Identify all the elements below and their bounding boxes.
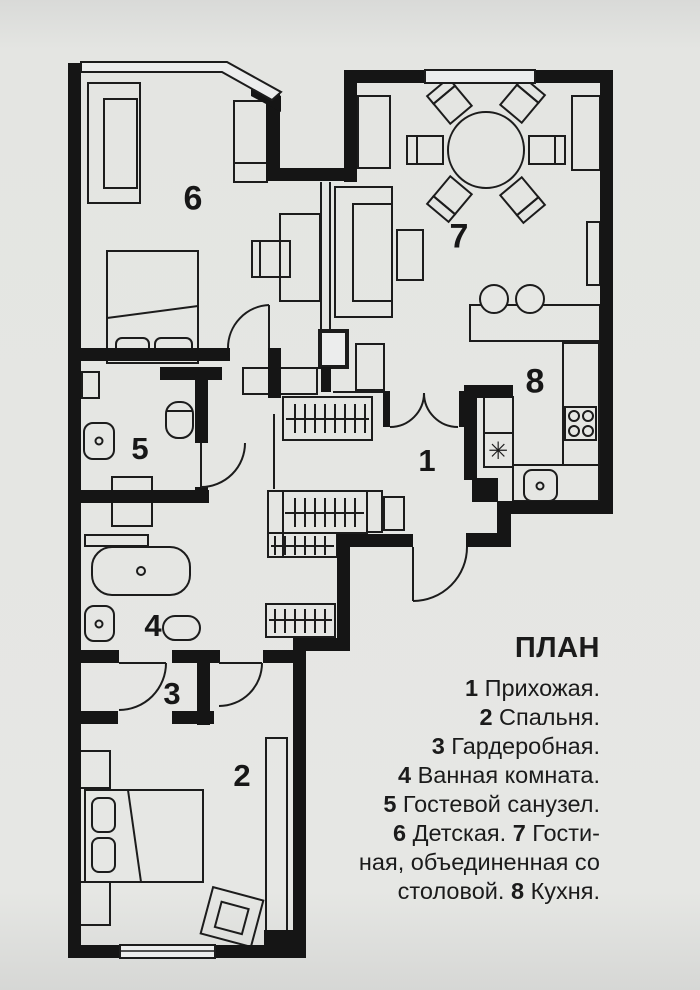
- legend-line: 4 Ванная комната.: [397, 762, 600, 788]
- nightstand-top: [77, 750, 111, 789]
- door-entrance: [412, 546, 468, 602]
- kitchen-sink: [523, 469, 558, 502]
- door-bathroom: [118, 662, 167, 711]
- bed-double: [84, 789, 204, 883]
- dining-table: [447, 111, 525, 189]
- window-child-room: [80, 61, 283, 102]
- room-label-2: 2: [233, 758, 251, 793]
- room-label-6: 6: [183, 179, 203, 218]
- hall-closet-row4: [265, 603, 336, 638]
- tv-shelf: [586, 221, 601, 286]
- bed-child: [106, 250, 199, 364]
- stove: [564, 406, 597, 441]
- nightstand-bottom: [77, 881, 111, 926]
- wardrobe-child-room: [87, 82, 141, 204]
- furniture-layer: [77, 75, 601, 949]
- sofa: [334, 186, 393, 318]
- legend-line: ная, объединенная со: [358, 849, 600, 875]
- legend-lines: 1 Прихожая. 2 Спальня. 3 Гардеробная. 4 Ван…: [359, 674, 600, 906]
- toilet-bath: [162, 615, 201, 641]
- sink-bath: [84, 605, 115, 642]
- cabinet-living-left: [357, 95, 391, 169]
- room-label-4: 4: [144, 608, 162, 643]
- wc-cabinet: [81, 371, 100, 399]
- shaft: [318, 329, 349, 369]
- double-door-living: [389, 392, 459, 428]
- toilet-guest: [165, 401, 194, 439]
- wardrobe-bedroom: [265, 737, 288, 936]
- door-corridor: [218, 662, 263, 707]
- bar-counter: [469, 284, 601, 342]
- windows-layer: [80, 61, 536, 959]
- legend-line: 2 Спальня.: [479, 704, 600, 730]
- bathtub: [91, 546, 191, 596]
- hall-closet-row1: [282, 396, 373, 441]
- cabinet-living-right: [571, 95, 601, 171]
- room-label-3: 3: [163, 676, 181, 711]
- room-label-8: 8: [525, 362, 545, 401]
- doors-layer: [118, 304, 468, 711]
- coffee-table: [396, 229, 424, 281]
- door-guest-wc: [200, 442, 246, 488]
- legend-line: 3 Гардеробная.: [431, 733, 600, 759]
- hall-closet-row2: [267, 490, 405, 558]
- room-label-5: 5: [131, 431, 149, 466]
- shelf-bath: [84, 534, 149, 547]
- desk-child: [251, 213, 321, 302]
- room-label-7: 7: [449, 217, 469, 256]
- dining-chairs: [406, 75, 566, 225]
- cabinet-child-room: [233, 100, 268, 183]
- sink-guest: [83, 422, 115, 460]
- legend-line: столовой. 8 Кухня.: [397, 878, 600, 904]
- door-child-room: [226, 304, 270, 349]
- pouf: [199, 885, 265, 949]
- legend-line: 6 Детская. 7 Гости-: [392, 820, 600, 846]
- cabinet-by-double-door: [355, 343, 385, 391]
- legend: ПЛАН 1 Прихожая. 2 Спальня. 3 Гардеробная.…: [359, 632, 600, 906]
- fridge-icon: ✳: [488, 437, 508, 465]
- partition-wall: [320, 182, 383, 393]
- legend-line: 1 Прихожая.: [464, 675, 600, 701]
- hall-closet-row3: [267, 532, 338, 558]
- legend-title: ПЛАН: [514, 632, 600, 664]
- window-living: [424, 69, 536, 84]
- legend-line: 5 Гостевой санузел.: [383, 791, 600, 817]
- room-label-1: 1: [418, 443, 436, 478]
